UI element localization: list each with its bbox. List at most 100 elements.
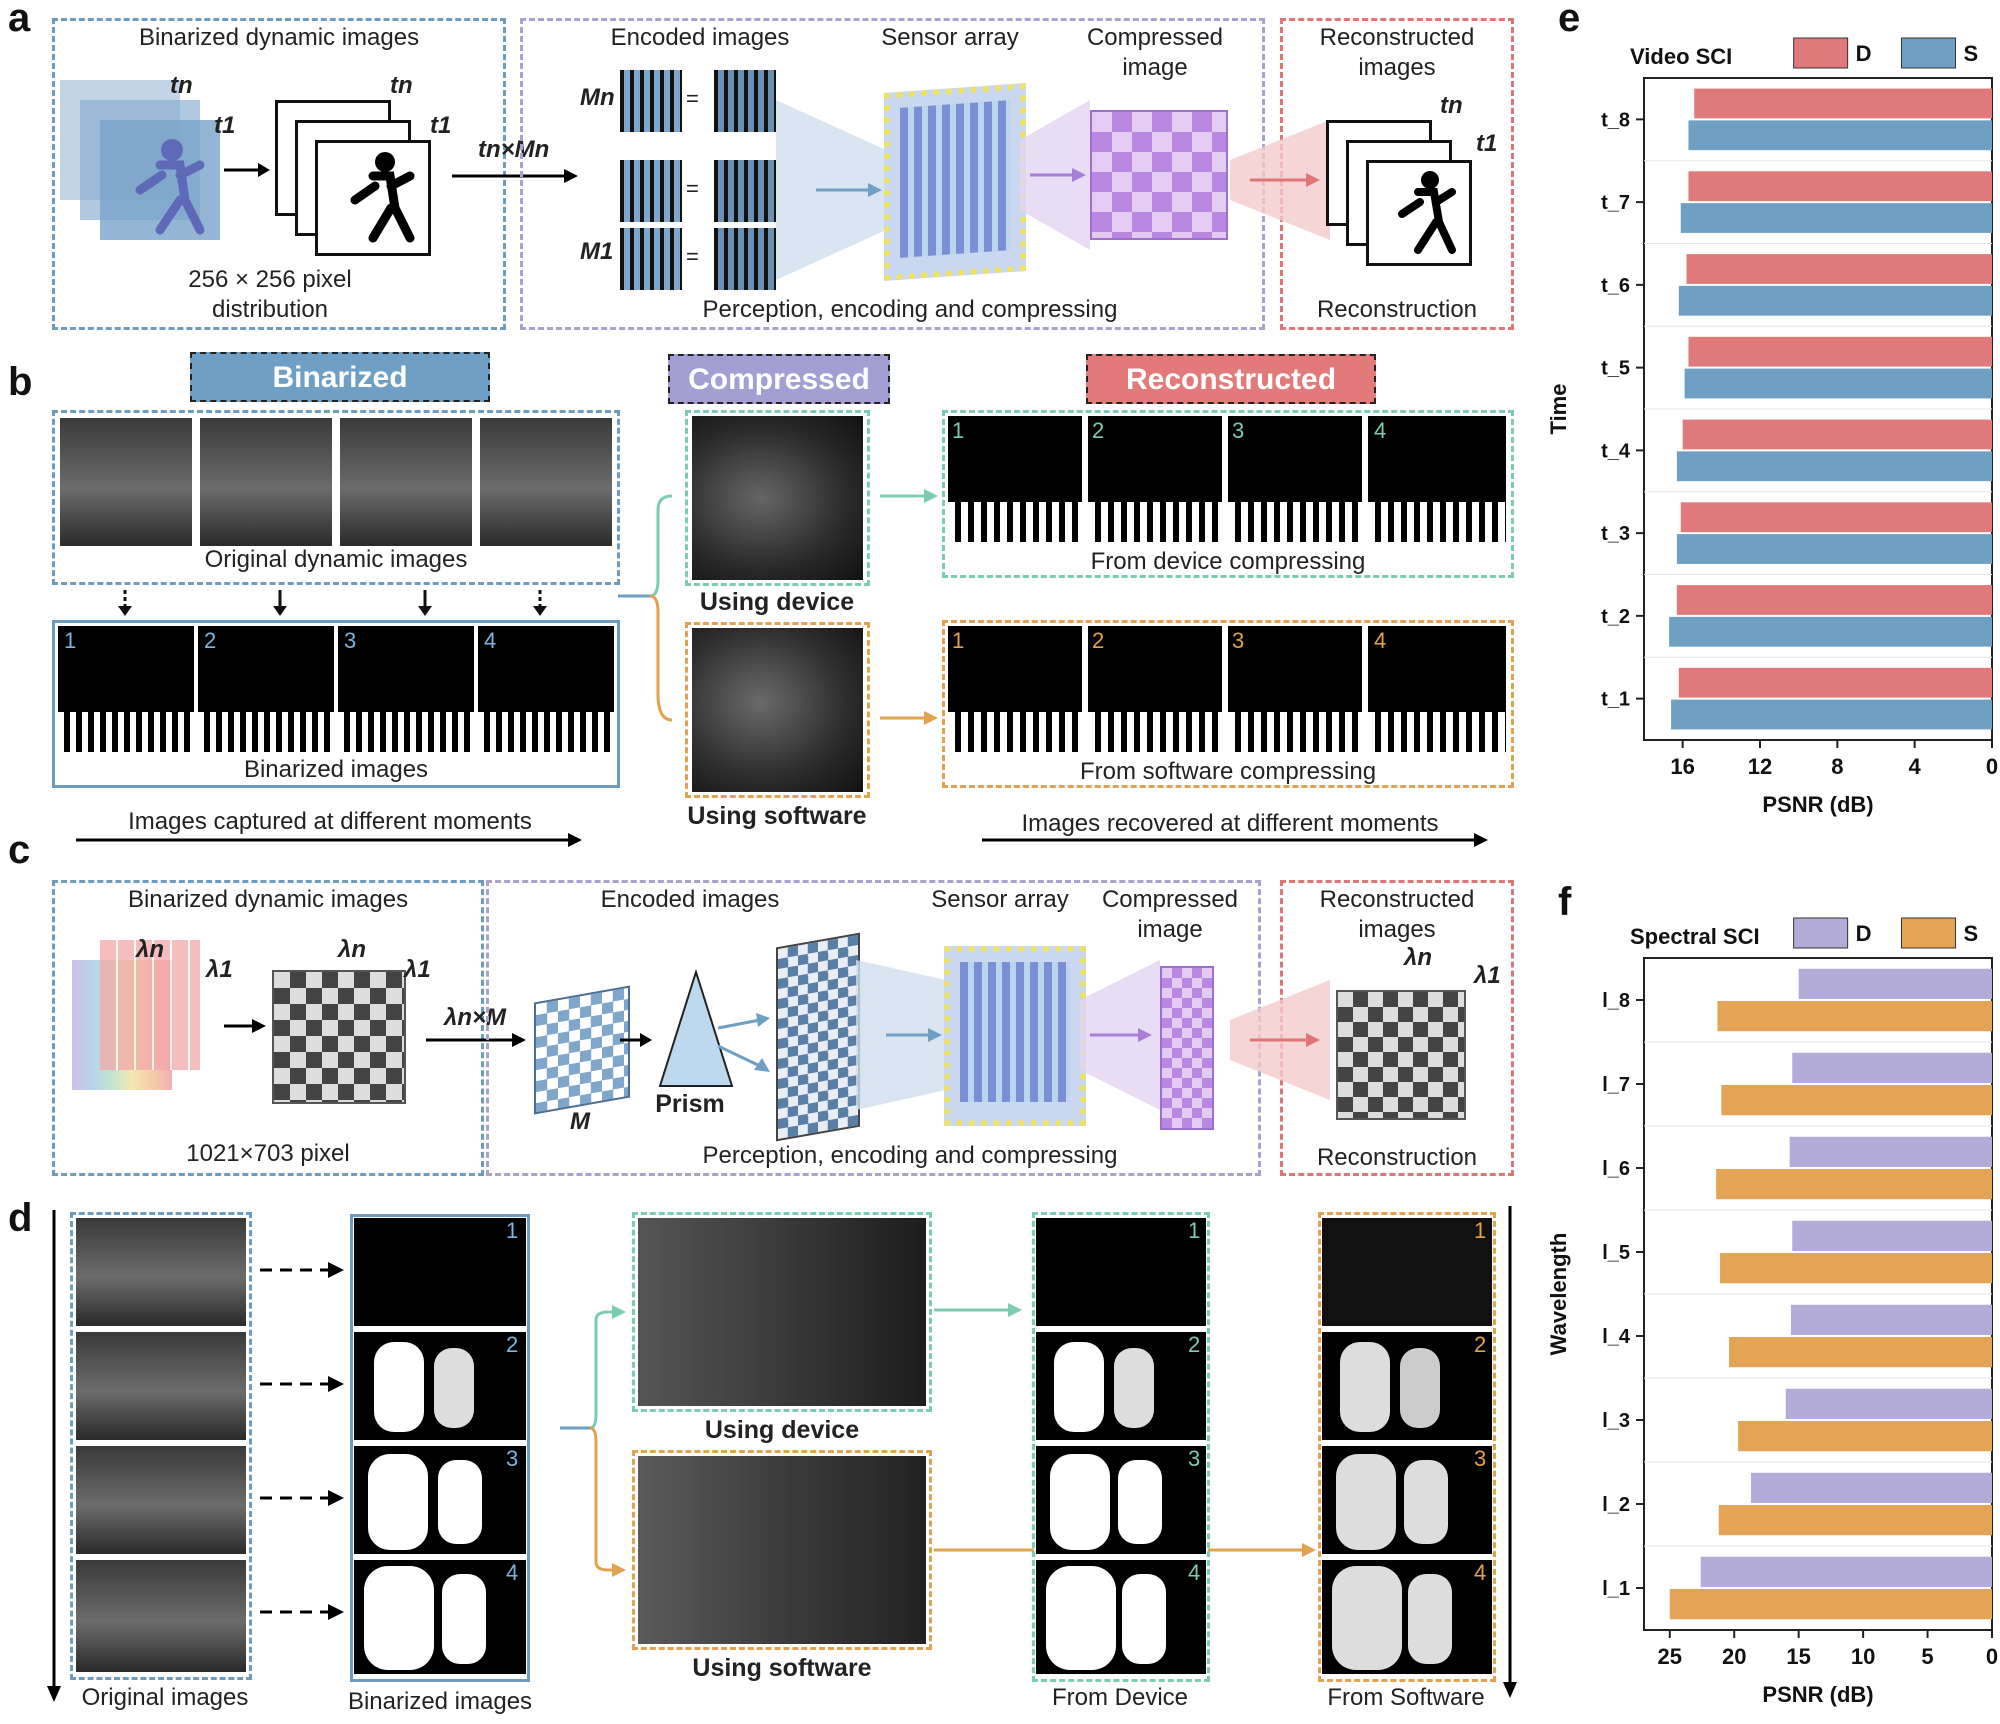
from-device-caption-d: From Device	[1051, 1684, 1189, 1711]
binarized-images-caption-d: Binarized images	[347, 1688, 533, 1715]
using-device-box	[685, 410, 870, 586]
light-cone-blue-c	[856, 960, 946, 1110]
parrot-binary-2	[354, 1332, 526, 1440]
f-bar-S-l_2	[1718, 1505, 1992, 1536]
lambda-1-label-3: λ1	[1474, 962, 1501, 989]
recon-software-4	[1368, 626, 1506, 752]
e-legend-label-S: S	[1964, 41, 1979, 66]
e-bar-D-t_5	[1688, 336, 1992, 367]
e-ytick-label-t_8: t_8	[1601, 109, 1630, 131]
encoded-frame-mid	[714, 160, 776, 222]
f-bar-S-l_7	[1721, 1085, 1992, 1116]
panel-label-f: f	[1558, 880, 1572, 924]
tag-compressed: Compressed	[668, 354, 890, 404]
f-ytick-label-l_1: l_1	[1602, 1578, 1630, 1600]
recon-software-2	[1088, 626, 1222, 752]
recon-device-4	[1368, 416, 1506, 542]
d-sw-num-1: 1	[1474, 1218, 1487, 1243]
recon-device-2	[1088, 416, 1222, 542]
encoded-images-title-c: Encoded images	[600, 886, 780, 913]
parrot-binary-3	[354, 1446, 526, 1554]
encoded-images-title: Encoded images	[610, 24, 790, 51]
using-software-box-d	[632, 1450, 932, 1650]
recon-device-3	[1228, 416, 1362, 542]
e-bar-D-t_1	[1678, 667, 1992, 698]
parrot-binary-4	[354, 1560, 526, 1674]
arrow-to-from-software	[1208, 1543, 1316, 1557]
f-title: Spectral SCI	[1630, 924, 1760, 949]
from-device-3	[1036, 1446, 1206, 1554]
d-bin-num-3: 3	[506, 1446, 519, 1471]
time-tn-label-2: tn	[390, 72, 413, 99]
pixel-caption-line1: 256 × 256 pixel	[188, 266, 352, 293]
f-bar-D-l_3	[1785, 1388, 1992, 1419]
reconstructed-title-1: Reconstructed	[1319, 24, 1475, 51]
equals-sign-2: =	[686, 176, 699, 201]
recon-software-1	[948, 626, 1082, 752]
e-xlabel: PSNR (dB)	[1762, 792, 1873, 817]
e-bar-D-t_2	[1676, 585, 1992, 615]
e-bar-D-t_3	[1680, 502, 1992, 533]
panel-label-b: b	[8, 360, 33, 404]
d-dev-num-1: 1	[1188, 1218, 1201, 1243]
tag-binarized: Binarized	[190, 352, 490, 402]
encoded-frame-bottom	[714, 228, 776, 290]
arrow-to-software-recon	[880, 711, 938, 725]
arrow-right-icon	[224, 163, 270, 177]
spectral-cube-front	[100, 940, 200, 1070]
coded-mask	[534, 985, 630, 1115]
f-legend-label-S: S	[1964, 921, 1979, 946]
f-bar-D-l_4	[1790, 1304, 1992, 1335]
binarized-images-box	[52, 620, 620, 788]
compressed-parrot-device	[638, 1218, 926, 1406]
f-xtick-label-1: 20	[1722, 1644, 1746, 1669]
parrot-original-1	[76, 1218, 246, 1326]
mask-label-c: M	[570, 1108, 590, 1135]
f-xtick-label-2: 15	[1786, 1644, 1810, 1669]
binarized-dynamic-box	[52, 18, 506, 330]
encoding-arrow-label: tn×Mn	[478, 136, 550, 163]
bin-num-3: 3	[344, 628, 357, 653]
original-frame-2	[200, 418, 332, 546]
e-ytick-label-t_6: t_6	[1601, 275, 1630, 297]
compressed-parrot-software	[638, 1456, 926, 1644]
e-bar-S-t_8	[1688, 120, 1992, 151]
mask-grid-bottom	[620, 228, 682, 290]
f-ytick-label-l_2: l_2	[1602, 1494, 1630, 1516]
e-xtick-label-4: 0	[1986, 754, 1998, 779]
compressed-image-title-2: image	[1122, 54, 1188, 81]
original-frame-1	[60, 418, 192, 546]
d-sw-num-4: 4	[1474, 1560, 1487, 1585]
sensor-pixels-c	[960, 962, 1070, 1102]
d-bin-num-2: 2	[506, 1332, 519, 1357]
e-bar-S-t_7	[1680, 203, 1992, 233]
f-bar-S-l_5	[1720, 1253, 1992, 1284]
split-arrow-b	[618, 494, 673, 722]
e-xtick-label-2: 8	[1831, 754, 1843, 779]
parrot-binary-1	[354, 1218, 526, 1326]
f-xtick-label-5: 0	[1986, 1644, 1998, 1669]
encoding-arrow-c	[426, 1033, 526, 1047]
from-device-caption-b: From device compressing	[1090, 548, 1366, 575]
runner-black-icon	[350, 152, 415, 243]
from-device-box-d	[1032, 1212, 1210, 1682]
binarized-frame-2	[198, 626, 334, 752]
recon-t1-label: t1	[1476, 130, 1498, 157]
using-device-box-d	[632, 1212, 932, 1412]
reconstructed-title-2: images	[1358, 54, 1436, 81]
e-ylabel: Time	[1546, 384, 1571, 435]
device-num-4: 4	[1374, 418, 1387, 443]
f-legend-label-D: D	[1856, 921, 1872, 946]
f-legend-swatch-S	[1901, 917, 1957, 949]
binarized-images-box-d	[350, 1214, 530, 1682]
f-bar-S-l_4	[1729, 1337, 1992, 1368]
from-software-3	[1322, 1446, 1492, 1554]
lambda-n-label: λn	[136, 936, 165, 963]
light-cone-purple-c	[1080, 960, 1160, 1110]
compressed-software-image	[692, 628, 863, 792]
software-num-1: 1	[952, 628, 965, 653]
e-ytick-label-t_1: t_1	[1601, 689, 1630, 711]
encoding-arrow-icon	[452, 169, 578, 183]
pixel-caption-c: 1021×703 pixel	[186, 1140, 350, 1167]
from-software-1	[1322, 1218, 1492, 1326]
